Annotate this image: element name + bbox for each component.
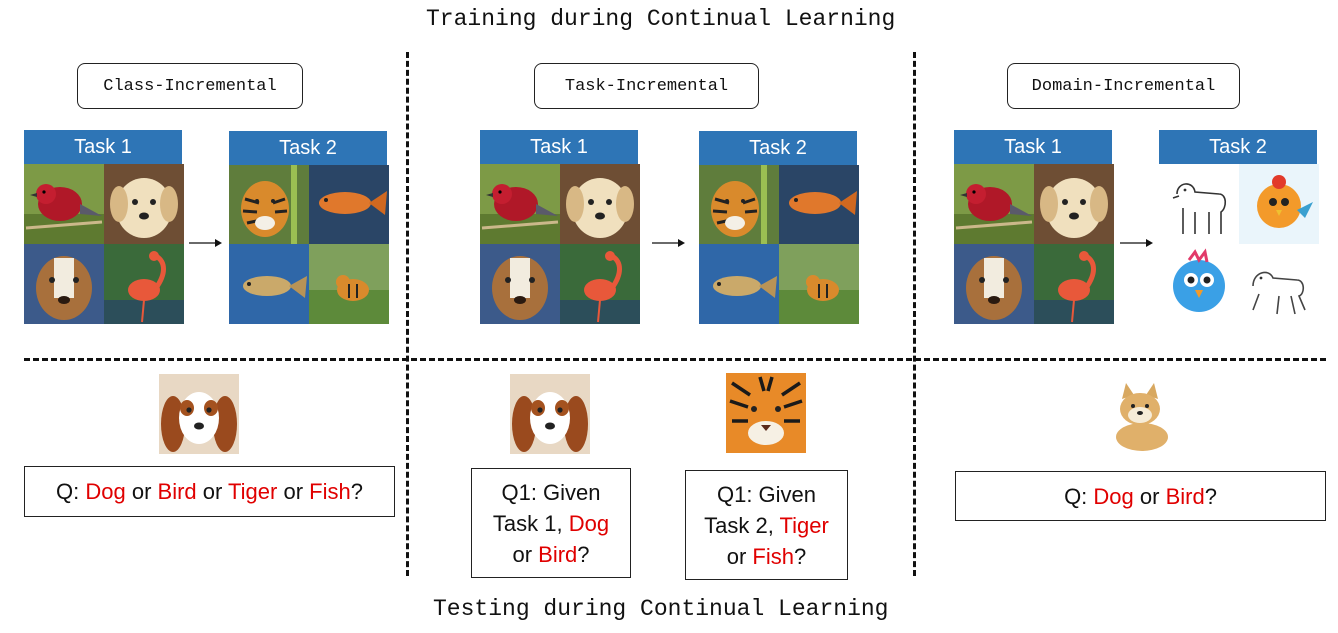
divider-horizontal: [24, 358, 1326, 361]
task-task1-header: Task 1: [480, 130, 638, 164]
domain-arrow-icon: [1120, 239, 1153, 247]
pitbull-dog-image: [480, 244, 560, 324]
cartoon-bird-image-2: [1159, 244, 1239, 324]
fish-image-2: [229, 244, 309, 324]
training-title: Training during Continual Learning: [426, 6, 896, 32]
task-question-box-2: Q1: Given Task 2, Tiger or Fish?: [685, 470, 848, 580]
class-task1-header: Task 1: [24, 130, 182, 164]
puppy-image: [560, 164, 640, 244]
pitbull-dog-image: [24, 244, 104, 324]
domain-incremental-label: Domain-Incremental: [1007, 63, 1240, 109]
red-bird-image: [954, 164, 1034, 244]
domain-task1-header: Task 1: [954, 130, 1112, 164]
sketch-dog-image: [1159, 164, 1239, 244]
fish-image-2: [699, 244, 779, 324]
tiger-image: [699, 165, 779, 245]
class-task2-header: Task 2: [229, 131, 387, 165]
class-incremental-label: Class-Incremental: [77, 63, 303, 109]
task-question-box-1: Q1: Given Task 1, Dog or Bird?: [471, 468, 631, 578]
cartoon-bird-image: [1239, 164, 1319, 244]
tiger-grass-image: [779, 244, 859, 324]
task-task2-header: Task 2: [699, 131, 857, 165]
divider-left: [406, 52, 409, 576]
puppy-image: [104, 164, 184, 244]
domain-test-shiba-image: [1100, 373, 1180, 453]
tiger-grass-image: [309, 244, 389, 324]
flamingo-image: [1034, 244, 1114, 324]
red-bird-image: [24, 164, 104, 244]
red-bird-image: [480, 164, 560, 244]
class-arrow-icon: [189, 239, 222, 247]
class-question-box: Q: Dog or Bird or Tiger or Fish?: [24, 466, 395, 517]
flamingo-image: [104, 244, 184, 324]
sketch-dog-image-2: [1239, 244, 1319, 324]
domain-task2-header: Task 2: [1159, 130, 1317, 164]
task-test-spaniel-image: [510, 374, 590, 454]
testing-title: Testing during Continual Learning: [433, 596, 889, 622]
task-arrow-icon: [652, 239, 685, 247]
task-test-tiger-face-image: [726, 373, 806, 453]
fish-image: [309, 165, 389, 245]
class-test-spaniel-image: [159, 374, 239, 454]
divider-right: [913, 52, 916, 576]
pitbull-dog-image: [954, 244, 1034, 324]
puppy-image: [1034, 164, 1114, 244]
domain-question-box: Q: Dog or Bird?: [955, 471, 1326, 521]
tiger-image: [229, 165, 309, 245]
flamingo-image: [560, 244, 640, 324]
task-incremental-label: Task-Incremental: [534, 63, 759, 109]
fish-image: [779, 165, 859, 245]
